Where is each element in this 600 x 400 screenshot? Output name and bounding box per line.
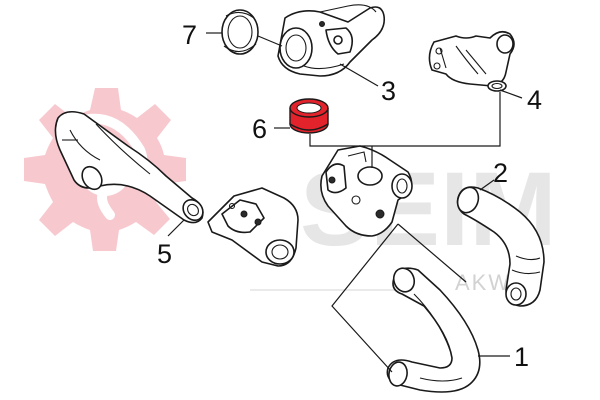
callout-5: 5 <box>157 239 172 269</box>
part-6-seal-ring-icon <box>289 98 329 134</box>
leader-line-1b <box>397 223 467 283</box>
flange-housing-icon <box>207 187 299 267</box>
part-3-pipe-with-valve-icon <box>277 4 386 77</box>
leader-lines <box>167 32 523 373</box>
leader-line-3 <box>339 63 379 87</box>
leader-bracket-1 <box>331 223 399 373</box>
callout-numbers: 7 3 4 6 2 5 1 <box>157 20 542 372</box>
leader-line-5 <box>167 219 185 237</box>
leader-line-2 <box>479 179 495 191</box>
leader-bracket-6-4 <box>309 92 501 147</box>
callout-1: 1 <box>514 342 529 372</box>
callout-4: 4 <box>527 85 542 115</box>
part-7-clamp-ring-icon <box>221 9 259 55</box>
callout-7: 7 <box>182 20 197 50</box>
leader-line-7b <box>257 35 283 47</box>
callout-2: 2 <box>493 158 508 188</box>
part-2-curved-hose-icon <box>456 186 545 307</box>
central-housing-icon <box>320 145 413 237</box>
part-1-long-hose-icon <box>386 267 481 393</box>
callout-3: 3 <box>381 76 396 106</box>
leader-line-4 <box>499 89 523 99</box>
callout-6: 6 <box>252 114 267 144</box>
part-4-flanged-elbow-icon <box>428 30 515 92</box>
part-5-bent-pipe-icon <box>54 110 204 224</box>
